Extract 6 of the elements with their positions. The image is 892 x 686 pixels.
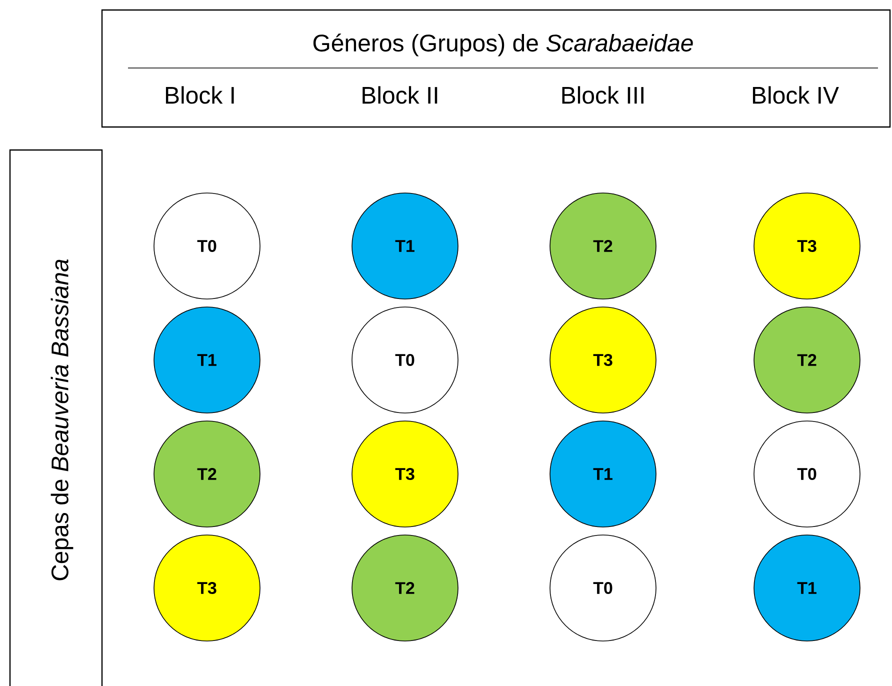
heading: Géneros (Grupos) de Scarabaeidae <box>313 34 693 56</box>
side-label: Cepas de Beauveria Bassiana <box>50 259 74 580</box>
column-heading: Block I <box>166 86 234 104</box>
column-heading: Block III <box>562 86 644 104</box>
column-heading: Block II <box>362 86 438 104</box>
column-heading: Block IV <box>752 86 839 104</box>
